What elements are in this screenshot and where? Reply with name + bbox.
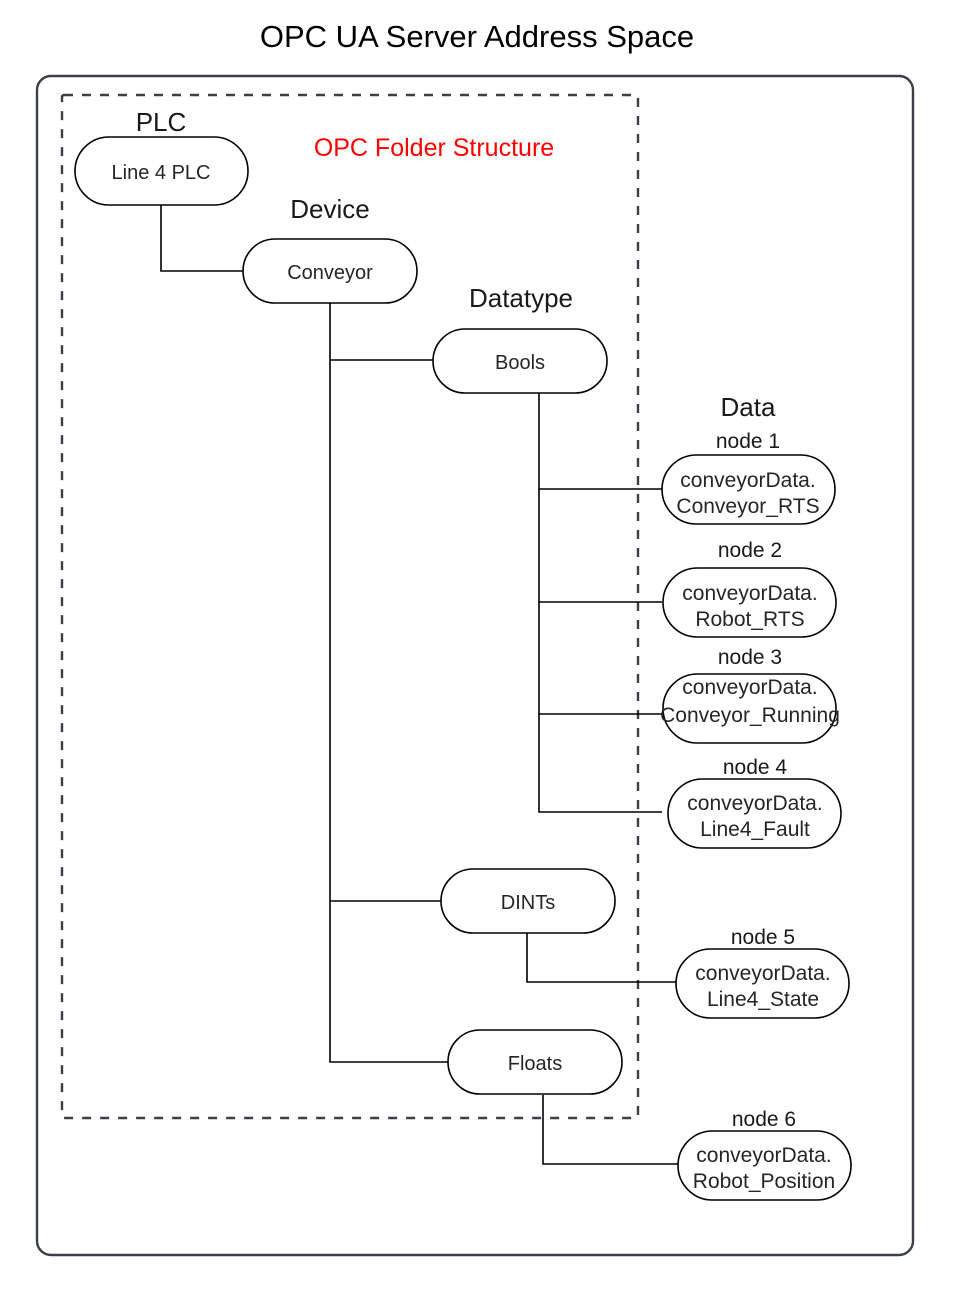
page-title: OPC UA Server Address Space — [260, 19, 694, 54]
opc-folder-structure-frame — [60, 93, 640, 1120]
node-robot-rts[interactable]: conveyorData. Robot_RTS — [662, 567, 837, 638]
edge-dints-to-node5 — [526, 933, 676, 983]
node-line4-fault-shape — [667, 778, 842, 849]
node-line4-state-line1: conveyorData. — [695, 962, 830, 985]
node2-caption: node 2 — [718, 539, 782, 562]
node1-caption: node 1 — [716, 430, 780, 453]
node-floats[interactable]: Floats — [447, 1029, 623, 1095]
node-robot-position-line1: conveyorData. — [696, 1144, 831, 1167]
node-robot-rts-line2: Robot_RTS — [695, 608, 804, 631]
node-robot-position-line2: Robot_Position — [693, 1170, 835, 1193]
node-dints[interactable]: DINTs — [440, 868, 616, 934]
edge-bools-to-node4 — [538, 714, 662, 813]
node-floats-label: Floats — [508, 1053, 562, 1075]
node-conveyor-rts-line1: conveyorData. — [680, 469, 815, 492]
node-conveyor-rts-line2: Conveyor_RTS — [676, 495, 819, 518]
edge-floats-to-node6 — [542, 1095, 678, 1165]
node-conveyor-running-line2: Conveyor_Running — [660, 704, 840, 727]
node-line-4-plc-label: Line 4 PLC — [112, 162, 211, 184]
node-conveyor[interactable]: Conveyor — [242, 238, 418, 304]
node-line-4-plc[interactable]: Line 4 PLC — [74, 136, 249, 206]
column-label-data: Data — [721, 392, 776, 422]
node-robot-position-shape — [677, 1130, 852, 1201]
column-label-plc: PLC — [136, 107, 187, 137]
node-conveyor-running[interactable]: conveyorData. Conveyor_Running — [660, 673, 840, 744]
node4-caption: node 4 — [723, 756, 788, 779]
node-line-4-plc-shape — [74, 136, 249, 206]
node-floats-shape — [447, 1029, 623, 1095]
edge-plc-to-conveyor — [160, 205, 243, 272]
node-conveyor-running-line1: conveyorData. — [682, 676, 817, 699]
node-conveyor-label: Conveyor — [287, 262, 373, 284]
column-label-device: Device — [290, 194, 369, 224]
node-line4-state-shape — [675, 948, 850, 1019]
node3-caption: node 3 — [718, 646, 782, 669]
column-label-datatype: Datatype — [469, 283, 573, 313]
edge-conveyor-trunk-to-floats — [329, 302, 448, 1063]
node-conveyor-shape — [242, 238, 418, 304]
node-line4-fault-line2: Line4_Fault — [700, 818, 810, 841]
node-line4-fault[interactable]: conveyorData. Line4_Fault — [667, 778, 842, 849]
node-dints-shape — [440, 868, 616, 934]
node-conveyor-running-shape — [662, 673, 837, 744]
node-bools-shape — [432, 328, 608, 394]
node-bools[interactable]: Bools — [432, 328, 608, 394]
node-robot-rts-shape — [662, 567, 837, 638]
node-robot-position[interactable]: conveyorData. Robot_Position — [677, 1130, 852, 1201]
node-dints-label: DINTs — [501, 892, 555, 914]
node5-caption: node 5 — [731, 926, 795, 949]
opc-folder-structure-label: OPC Folder Structure — [314, 134, 554, 162]
node-conveyor-rts[interactable]: conveyorData. Conveyor_RTS — [661, 454, 836, 525]
node6-caption: node 6 — [732, 1108, 796, 1131]
node-robot-rts-line1: conveyorData. — [682, 582, 817, 605]
node-bools-label: Bools — [495, 352, 545, 374]
node-line4-state-line2: Line4_State — [707, 988, 819, 1011]
node-line4-fault-line1: conveyorData. — [687, 792, 822, 815]
node-line4-state[interactable]: conveyorData. Line4_State — [675, 948, 850, 1019]
node-conveyor-rts-shape — [661, 454, 836, 525]
